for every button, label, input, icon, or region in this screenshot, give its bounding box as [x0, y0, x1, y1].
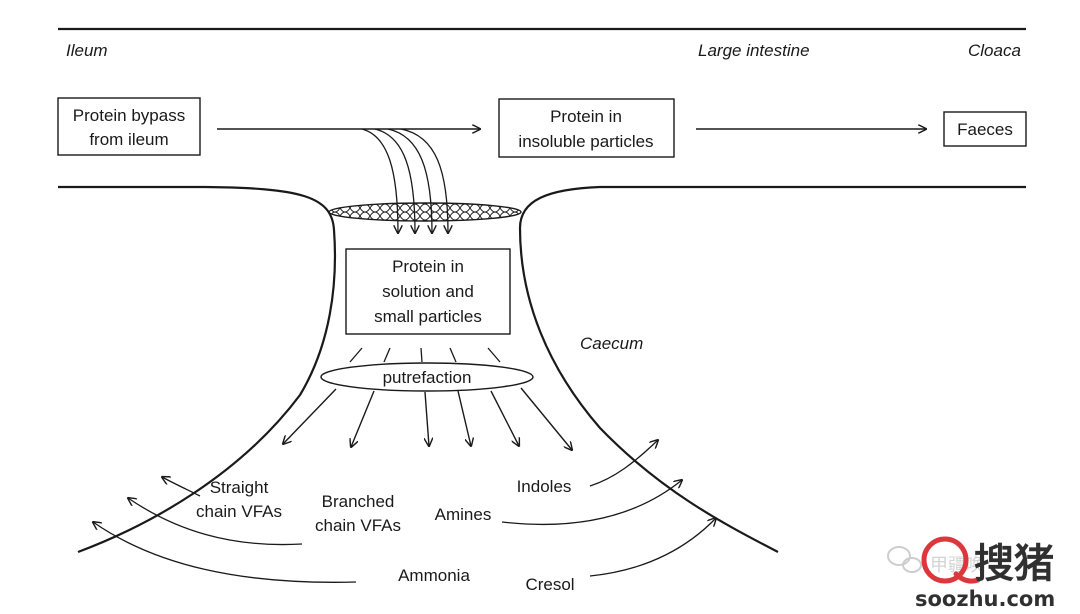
- absorption-arrow-indoles: [589, 440, 658, 487]
- absorption-arrow-ammonia: [93, 522, 357, 583]
- box-insoluble-particles: [498, 98, 675, 158]
- arrow-solution-to-putrefaction-3: [420, 347, 423, 363]
- mesh-filter: [328, 202, 522, 222]
- product-straight-vfas-line-2: chain VFAs: [196, 502, 282, 521]
- region-label-caecum: Caecum: [580, 334, 643, 353]
- caecum-left-wall: [58, 185, 337, 554]
- product-branched-vfas-line-1: Branched: [322, 492, 395, 511]
- box-insoluble-particles-line-2: insoluble particles: [518, 132, 653, 151]
- region-label-cloaca: Cloaca: [968, 41, 1021, 60]
- box-protein-solution-line-2: solution and: [382, 282, 474, 301]
- putrefaction-ellipse: [320, 362, 534, 392]
- watermark-brand-text: 搜猪: [974, 541, 1054, 587]
- absorption-arrow-cresol: [589, 518, 716, 577]
- arrow-to-branched-vfas: [351, 390, 375, 447]
- absorption-arrow-straight-vfas: [162, 477, 201, 497]
- product-ammonia: Ammonia: [398, 566, 470, 585]
- arrow-to-cresol: [520, 387, 572, 450]
- box-faeces-label: Faeces: [957, 120, 1013, 139]
- watermark-faint-text: 甲疆唤: [930, 555, 984, 576]
- box-protein-solution-line-1: Protein in: [392, 257, 464, 276]
- product-branched-vfas-line-2: chain VFAs: [315, 516, 401, 535]
- region-label-large-intestine: Large intestine: [698, 41, 810, 60]
- putrefaction-label: putrefaction: [383, 368, 472, 387]
- arrow-to-amines-2: [457, 390, 471, 446]
- region-label-ileum: Ileum: [66, 41, 108, 60]
- caecum-right-wall: [518, 185, 1026, 553]
- arrow-solution-to-putrefaction-1: [349, 347, 363, 363]
- arrow-to-indoles: [490, 390, 519, 446]
- arrow-solution-to-putrefaction-2: [383, 347, 391, 363]
- absorption-arrow-amines: [501, 480, 682, 526]
- box-protein-bypass: [57, 97, 201, 156]
- box-protein-bypass-line-1: Protein bypass: [73, 106, 185, 125]
- box-protein-solution: [345, 248, 511, 335]
- box-insoluble-particles-line-1: Protein in: [550, 107, 622, 126]
- arrow-to-amines: [425, 391, 429, 446]
- watermark: 甲疆唤 搜猪 soozhu.com: [887, 536, 1055, 611]
- wechat-logo-icon: [887, 546, 922, 573]
- absorption-arrow-branched-vfas: [128, 498, 303, 546]
- box-faeces: [943, 111, 1027, 147]
- arrow-solution-to-putrefaction-4: [449, 347, 457, 363]
- product-amines: Amines: [435, 505, 492, 524]
- soozhu-logo-icon: [921, 536, 981, 584]
- arrow-to-straight-vfas: [283, 388, 337, 444]
- product-cresol: Cresol: [525, 575, 574, 594]
- arrow-solution-to-putrefaction-5: [487, 347, 501, 363]
- box-protein-solution-line-3: small particles: [374, 307, 482, 326]
- product-indoles: Indoles: [517, 477, 572, 496]
- watermark-site-text: soozhu.com: [915, 587, 1055, 611]
- box-protein-bypass-line-2: from ileum: [89, 130, 168, 149]
- product-straight-vfas-line-1: Straight: [210, 478, 269, 497]
